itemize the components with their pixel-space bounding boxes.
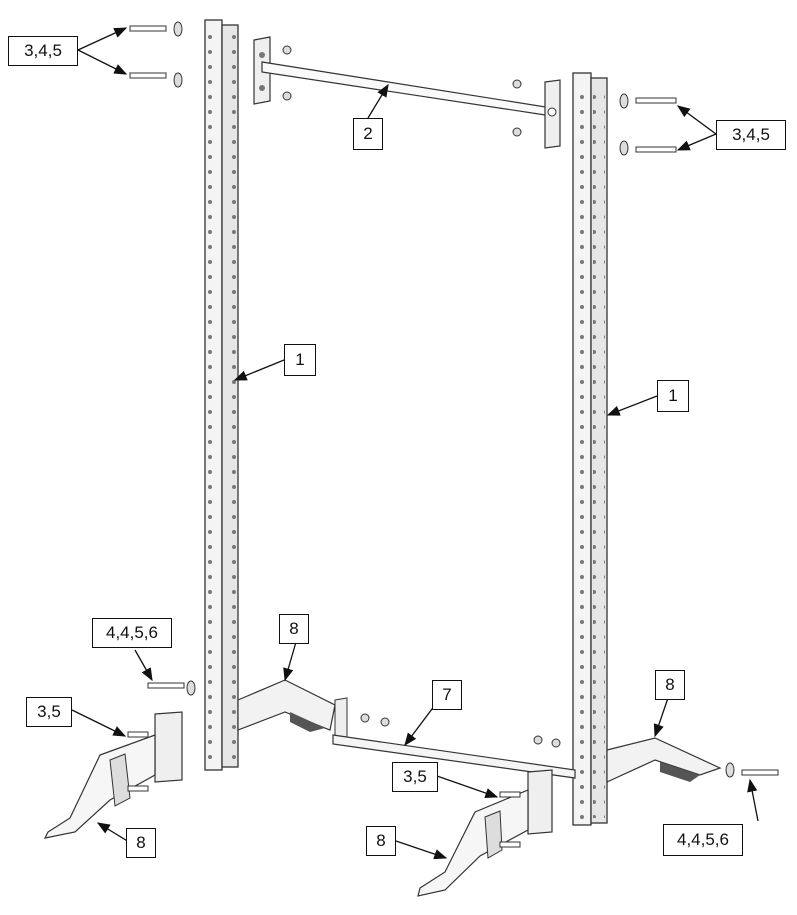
left-upright — [204, 19, 239, 771]
callout-cross-member: 7 — [432, 680, 462, 710]
callout-left-upright: 1 — [284, 344, 316, 376]
cross-member — [332, 713, 576, 779]
callout-right-lower-fasteners: 4,4,5,6 — [663, 824, 743, 856]
pullup-bar — [253, 36, 561, 149]
center-front-foot — [417, 769, 553, 897]
right-upright — [572, 72, 608, 826]
callout-pullup-bar: 2 — [353, 118, 383, 150]
callout-right-upright: 1 — [657, 380, 689, 412]
left-base-bracket — [237, 679, 348, 743]
callout-front-left-foot: 8 — [126, 828, 156, 858]
leader-lines — [71, 27, 759, 860]
callout-right-base-bracket: 8 — [655, 670, 685, 700]
callout-left-lower-fasteners: 4,4,5,6 — [92, 618, 172, 648]
left-lower-bolt — [147, 680, 196, 696]
callout-center-foot-fasteners: 3,5 — [392, 762, 438, 792]
front-left-foot — [43, 711, 183, 839]
right-base-bracket — [606, 737, 779, 783]
callout-left-base-bracket: 8 — [279, 614, 309, 644]
top-left-bolts — [129, 21, 183, 88]
callout-left-foot-fasteners: 3,5 — [26, 697, 72, 727]
callout-top-right-fasteners: 3,4,5 — [716, 120, 786, 150]
callout-top-left-fasteners: 3,4,5 — [8, 36, 78, 66]
top-right-bolts — [619, 93, 677, 156]
callout-center-front-foot: 8 — [366, 826, 396, 856]
